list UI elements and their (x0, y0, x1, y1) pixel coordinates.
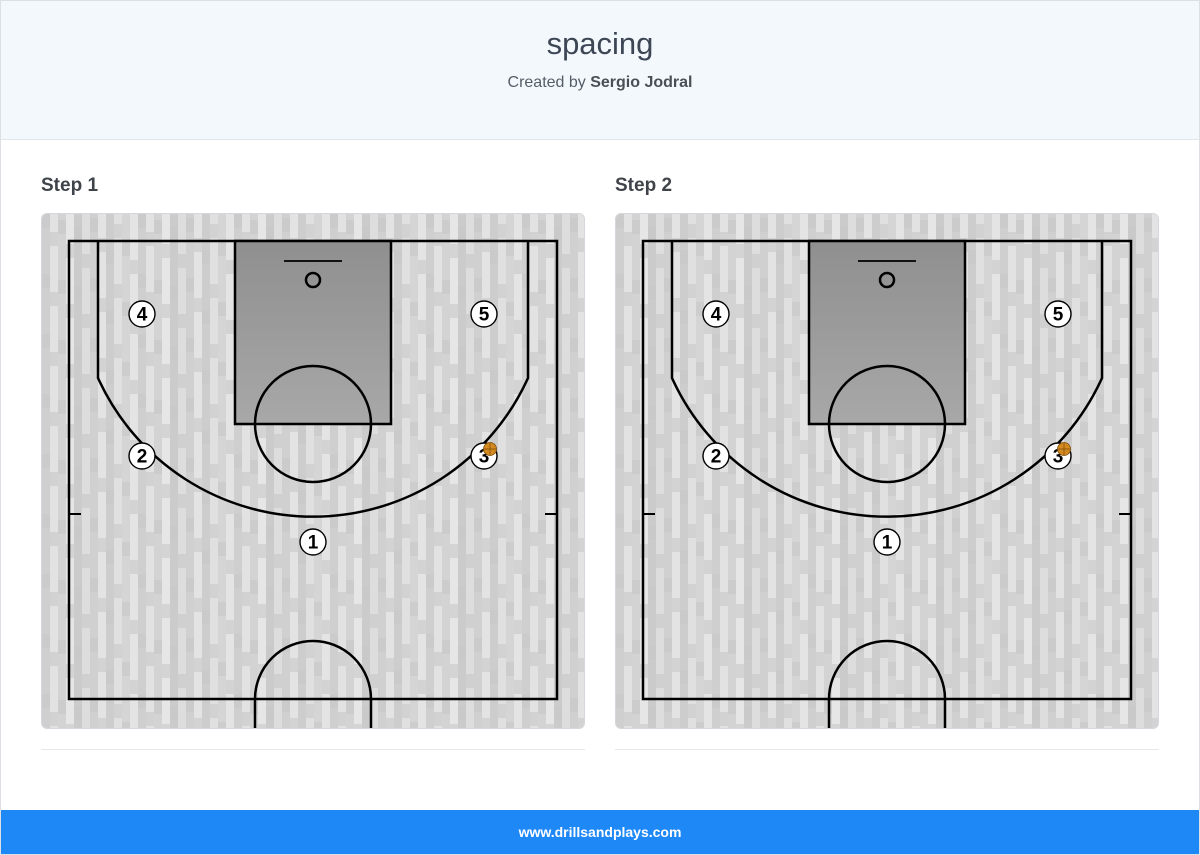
player-label: 1 (308, 533, 319, 554)
step-1-court[interactable]: 4 5 2 3 1 (41, 213, 585, 729)
player-circle (702, 300, 730, 328)
player-label: 4 (137, 305, 148, 326)
player-1-marker: 1 (873, 528, 901, 556)
player-label: 3 (1053, 447, 1064, 468)
player-4-marker: 4 (702, 300, 730, 328)
player-circle (873, 528, 901, 556)
author-name: Sergio Jodral (590, 74, 693, 91)
footer: www.drillsandplays.com (1, 810, 1199, 854)
player-label: 1 (882, 533, 893, 554)
basketball-icon (483, 442, 497, 456)
three-point-line (96, 241, 530, 518)
three-point-line (670, 241, 1104, 518)
step-2-panel: Step 2 4 5 2 3 1 (615, 172, 1159, 750)
byline-prefix: Created by (507, 74, 591, 91)
center-circle (253, 639, 373, 728)
player-circle (1044, 300, 1072, 328)
player-2-marker: 2 (702, 442, 730, 470)
step-2-divider (615, 749, 1159, 750)
free-throw-circle (253, 364, 373, 484)
court-diagram: 4 5 2 3 1 (616, 214, 1158, 728)
court-diagram: 4 5 2 3 1 (42, 214, 584, 728)
step-2-title: Step 2 (615, 175, 673, 196)
step-1-title: Step 1 (41, 175, 99, 196)
play-title: spacing (546, 26, 654, 61)
hoop (304, 271, 322, 289)
paint-lane (233, 239, 393, 426)
byline: Created by Sergio Jodral (1, 74, 1199, 92)
player-1-marker: 1 (299, 528, 327, 556)
footer-site-link[interactable]: www.drillsandplays.com (518, 824, 682, 840)
player-5-marker: 5 (1044, 300, 1072, 328)
player-5-marker: 5 (470, 300, 498, 328)
player-label: 2 (137, 447, 148, 468)
hoop (878, 271, 896, 289)
basketball-icon (1057, 442, 1071, 456)
player-circle (128, 442, 156, 470)
player-circle (128, 300, 156, 328)
step-1-divider (41, 749, 585, 750)
player-4-marker: 4 (128, 300, 156, 328)
paint-lane (807, 239, 967, 426)
player-circle (702, 442, 730, 470)
step-1-panel: Step 1 4 5 2 3 1 (41, 172, 585, 750)
player-label: 5 (1053, 305, 1064, 326)
free-throw-circle (827, 364, 947, 484)
player-circle (470, 300, 498, 328)
player-2-marker: 2 (128, 442, 156, 470)
page-header: spacing Created by Sergio Jodral (1, 1, 1199, 140)
player-label: 4 (711, 305, 722, 326)
player-label: 3 (479, 447, 490, 468)
player-label: 5 (479, 305, 490, 326)
player-circle (299, 528, 327, 556)
step-2-court[interactable]: 4 5 2 3 1 (615, 213, 1159, 729)
center-circle (827, 639, 947, 728)
player-label: 2 (711, 447, 722, 468)
